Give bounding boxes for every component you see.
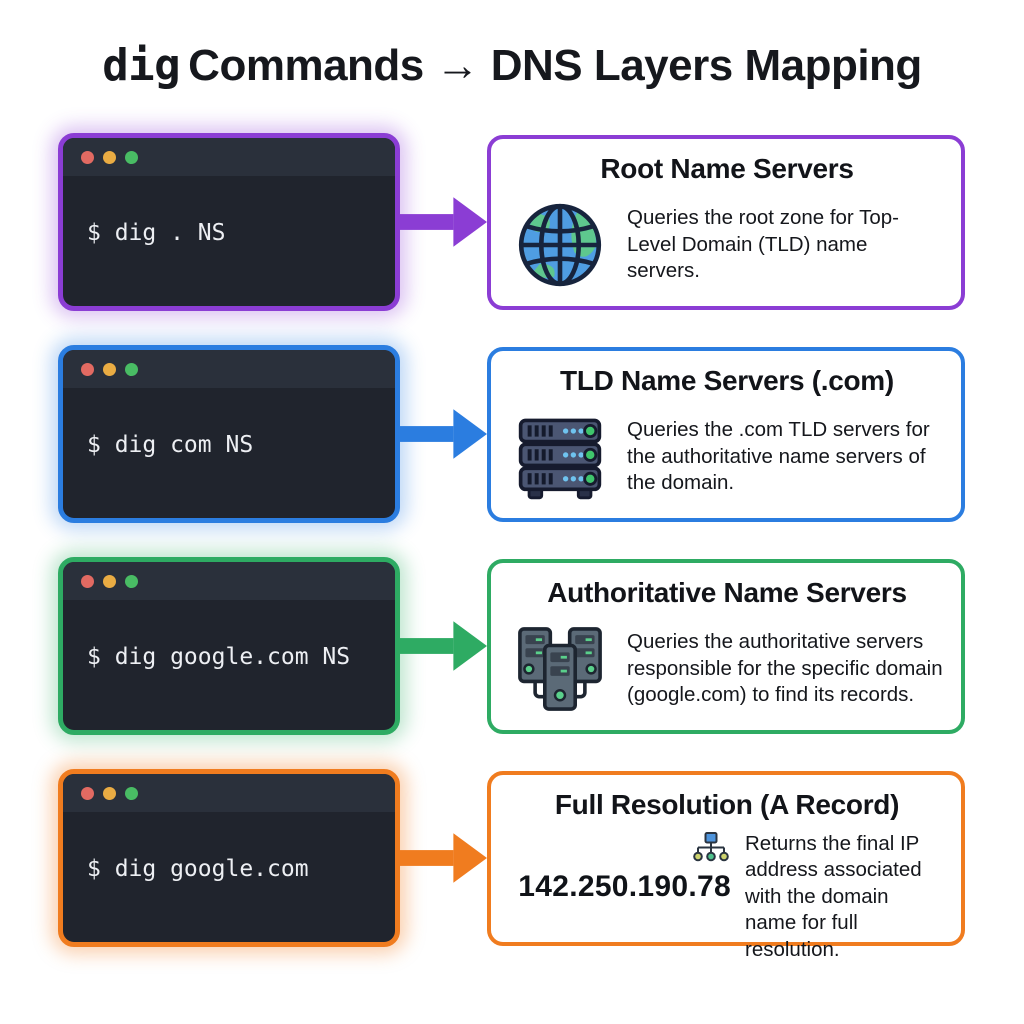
server-rack-icon — [509, 412, 611, 502]
page-title-code: dig — [102, 40, 181, 91]
terminal-window-root: $ dig . NS — [58, 133, 400, 311]
window-dot-yellow-icon — [103, 150, 116, 164]
dig-command-root: $ dig . NS — [87, 220, 226, 246]
window-dot-yellow-icon — [103, 362, 116, 376]
panel-content: Queries the authoritative servers respon… — [509, 617, 945, 722]
terminal-titlebar — [63, 138, 395, 176]
server-cluster-icon — [509, 622, 611, 716]
window-dot-green-icon — [125, 362, 138, 376]
dns-layer-panel-resolution: Full Resolution (A Record) — [487, 770, 965, 961]
window-dot-red-icon — [81, 150, 94, 164]
dns-layer-panel-root: Root Name Servers — [487, 134, 965, 310]
terminal-body: $ dig com NS — [63, 388, 395, 518]
network-tree-icon — [691, 831, 731, 869]
resolved-ip-address: 142.250.190.78 — [518, 869, 731, 903]
window-dot-green-icon — [125, 574, 138, 588]
panel-title: Root Name Servers — [600, 152, 854, 184]
mapping-row-resolution: $ dig google.com Full Resolution (A Reco… — [58, 769, 965, 961]
terminal-titlebar — [63, 774, 395, 812]
panel-description: Queries the root zone for Top-Level Doma… — [627, 206, 899, 283]
dns-layer-panel-tld: TLD Name Servers (.com) — [487, 346, 965, 522]
dig-command-authoritative: $ dig google.com NS — [87, 644, 351, 670]
dig-command-resolution: $ dig google.com — [87, 856, 309, 882]
ip-column: 142.250.190.78 — [509, 831, 731, 904]
window-dot-green-icon — [125, 786, 138, 800]
window-dot-red-icon — [81, 786, 94, 800]
dns-layer-panel-authoritative: Authoritative Name Servers — [487, 558, 965, 734]
window-dot-yellow-icon — [103, 786, 116, 800]
terminal-titlebar — [63, 562, 395, 600]
terminal-window-authoritative: $ dig google.com NS — [58, 557, 400, 735]
mapping-rows: $ dig . NS Root Name Servers — [0, 133, 1024, 961]
panel-description: Queries the authoritative servers respon… — [627, 630, 943, 707]
terminal-window-resolution: $ dig google.com — [58, 769, 400, 947]
panel-description: Returns the final IP address associated … — [745, 831, 922, 962]
dig-command-tld: $ dig com NS — [87, 432, 254, 458]
panel-content: 142.250.190.78 Returns the final IP addr… — [509, 829, 945, 964]
window-dot-red-icon — [81, 362, 94, 376]
arrow-right-icon — [400, 194, 487, 250]
mapping-row-root: $ dig . NS Root Name Servers — [58, 133, 965, 311]
mapping-row-tld: $ dig com NS TLD Name Servers (.com) — [58, 345, 965, 523]
window-dot-yellow-icon — [103, 574, 116, 588]
globe-icon — [509, 199, 611, 291]
panel-content: Queries the root zone for Top-Level Doma… — [509, 193, 945, 298]
panel-content: Queries the .com TLD servers for the aut… — [509, 405, 945, 510]
terminal-body: $ dig google.com — [63, 812, 395, 942]
terminal-window-tld: $ dig com NS — [58, 345, 400, 523]
arrow-right-icon — [400, 618, 487, 674]
page-title-rest: Commands → DNS Layers Mapping — [188, 41, 922, 90]
terminal-titlebar — [63, 350, 395, 388]
panel-title: TLD Name Servers (.com) — [560, 364, 894, 396]
mapping-row-authoritative: $ dig google.com NS Authoritative Name S… — [58, 557, 965, 735]
window-dot-red-icon — [81, 574, 94, 588]
panel-title: Full Resolution (A Record) — [554, 788, 900, 820]
window-dot-green-icon — [125, 150, 138, 164]
arrow-right-icon — [400, 830, 487, 886]
terminal-body: $ dig google.com NS — [63, 600, 395, 730]
panel-description: Queries the .com TLD servers for the aut… — [627, 418, 930, 495]
arrow-right-icon — [400, 406, 487, 462]
panel-title: Authoritative Name Servers — [547, 576, 907, 608]
terminal-body: $ dig . NS — [63, 176, 395, 306]
